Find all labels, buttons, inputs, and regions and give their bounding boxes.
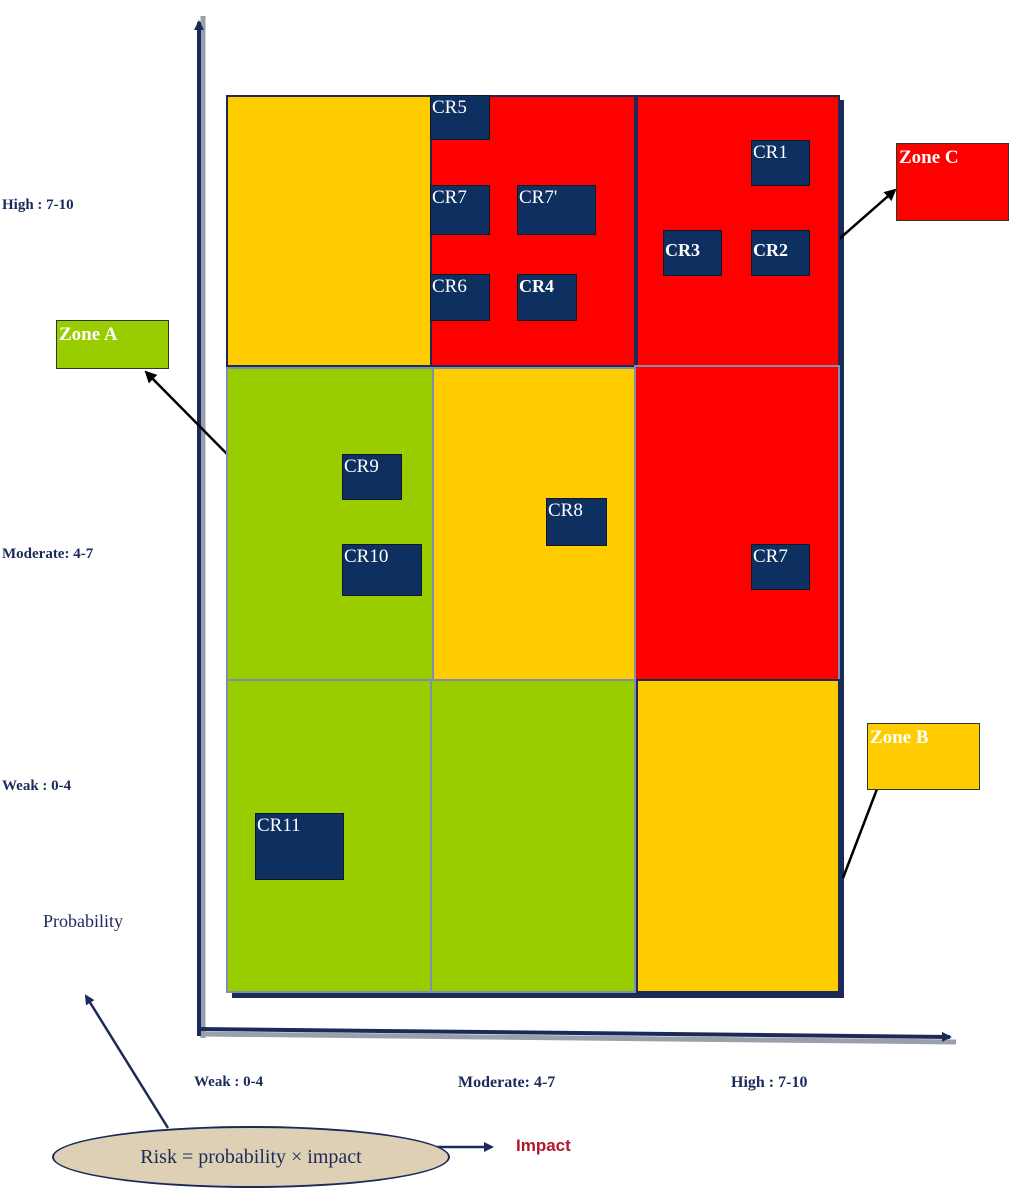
risk-box-cr10: CR10 <box>342 544 422 596</box>
risk-box-cr7-moderate: CR7 <box>751 544 810 590</box>
zone-b-label: Zone B <box>867 723 980 790</box>
risk-box-cr5: CR5 <box>430 95 490 140</box>
x-axis-shadow <box>200 1031 957 1045</box>
zone-b-pointer <box>841 788 879 879</box>
x-level-moderate: Moderate: 4-7 <box>458 1074 556 1091</box>
risk-box-cr3: CR3 <box>663 230 722 276</box>
x-level-weak: Weak : 0-4 <box>194 1074 264 1090</box>
y-level-high: High : 7-10 <box>2 197 74 213</box>
risk-box-cr8: CR8 <box>546 498 607 546</box>
risk-box-cr9: CR9 <box>342 454 402 500</box>
zone-a-pointer <box>144 370 229 456</box>
cell-high-weak <box>226 95 432 367</box>
risk-box-cr1: CR1 <box>751 140 810 186</box>
cell-weak-moderate <box>430 679 636 993</box>
x-axis <box>198 1027 952 1042</box>
formula-to-probability-arrow <box>84 994 170 1129</box>
y-axis-title: Probability <box>43 911 123 931</box>
risk-box-cr7-high: CR7 <box>430 185 490 235</box>
x-axis-title: Impact <box>516 1136 571 1155</box>
y-level-moderate: Moderate: 4-7 <box>2 546 94 562</box>
x-level-high: High : 7-10 <box>731 1074 808 1091</box>
risk-box-cr6: CR6 <box>430 274 490 321</box>
zone-c-label: Zone C <box>896 143 1009 221</box>
y-level-weak: Weak : 0-4 <box>2 778 72 794</box>
risk-box-cr11: CR11 <box>255 813 344 880</box>
zone-a-label: Zone A <box>56 320 169 369</box>
risk-formula-ellipse: Risk = probability × impact <box>52 1126 450 1188</box>
cell-moderate-high <box>634 365 840 681</box>
risk-box-cr7-prime: CR7' <box>517 185 596 235</box>
cell-weak-high <box>636 679 840 993</box>
zone-c-pointer <box>837 188 897 241</box>
risk-formula-text: Risk = probability × impact <box>140 1145 362 1168</box>
risk-box-cr4: CR4 <box>517 274 577 321</box>
cell-moderate-weak <box>226 367 434 681</box>
risk-box-cr2: CR2 <box>751 230 810 276</box>
